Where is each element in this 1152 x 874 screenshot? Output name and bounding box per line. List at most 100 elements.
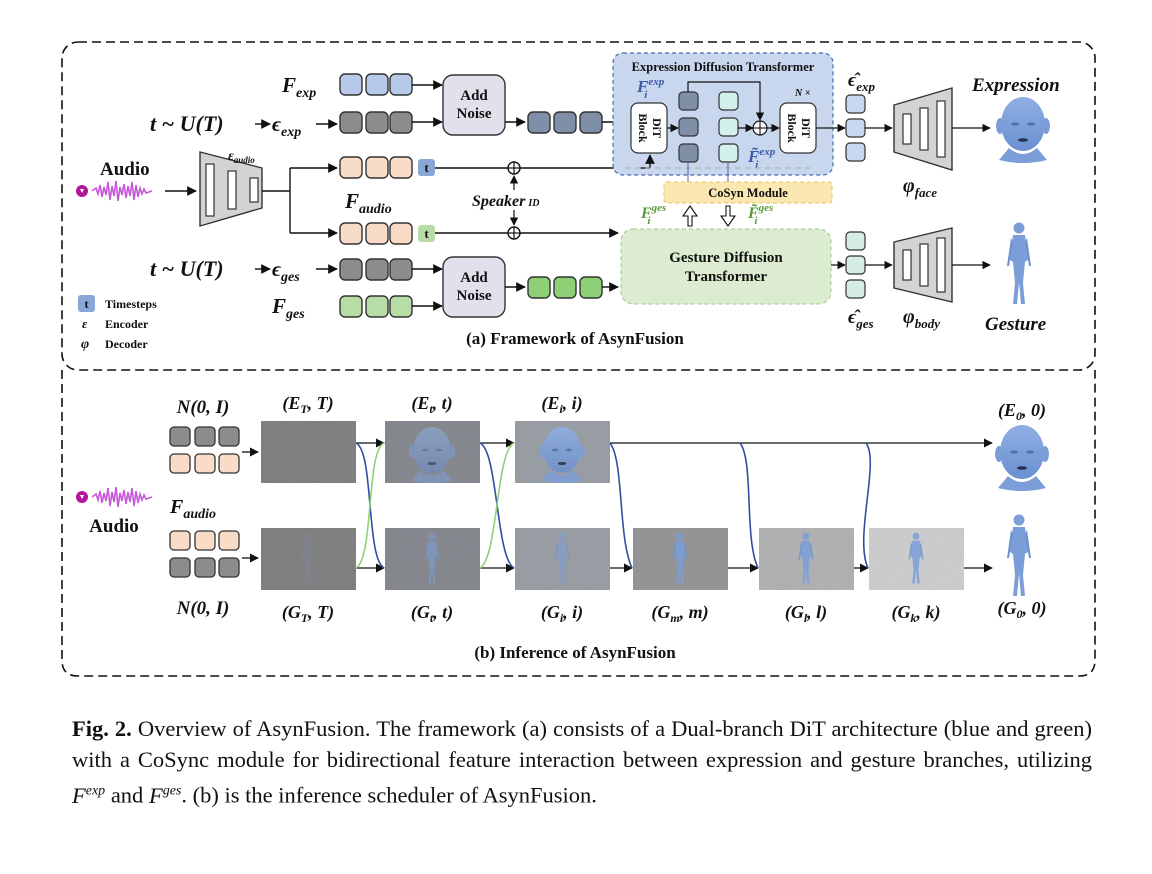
caption-text: . (b) is the inference scheduler of Asyn… <box>181 782 597 808</box>
expression-frame <box>261 421 356 483</box>
gesture-state-label: (Gi, i) <box>541 602 583 625</box>
caption-math: F <box>72 782 86 808</box>
token <box>365 73 389 96</box>
panel-a-border <box>61 41 1096 371</box>
caption-text: and <box>105 782 149 808</box>
add-noise-label: Noise <box>457 288 492 304</box>
token <box>718 117 739 137</box>
token <box>389 156 413 179</box>
token <box>579 276 603 299</box>
eps-hat-ges-label: ϵ̂ges <box>848 307 874 331</box>
n-times-label: N × <box>794 88 811 99</box>
svg-text:t: t <box>424 160 429 175</box>
token <box>389 222 413 245</box>
ges-to-exp-curve <box>355 442 385 569</box>
audio-waveform-icon <box>76 486 153 508</box>
add-noise-label: Noise <box>457 106 492 122</box>
audio-waveform-icon <box>76 180 153 202</box>
final-face-icon <box>995 425 1049 491</box>
token <box>365 295 389 318</box>
caption-math-sup: exp <box>85 783 106 798</box>
timestep-token <box>418 225 435 242</box>
add-noise-label: Add <box>460 88 488 104</box>
figure-caption: Fig. 2. Overview of AsynFusion. The fram… <box>72 713 1092 811</box>
token <box>218 426 240 447</box>
token <box>169 426 191 447</box>
caption-label: Fig. 2. <box>72 716 132 741</box>
expression-frame <box>515 421 610 484</box>
down-arrow-icon <box>719 205 737 227</box>
phi-body-label: φbody <box>903 306 940 331</box>
t-sample-ges: t ~ U(T) <box>150 256 224 281</box>
noisy-ges-tokens <box>527 276 603 299</box>
token <box>218 453 240 474</box>
token <box>718 143 739 163</box>
gesture-frame <box>869 528 964 590</box>
dit-block-label: DiTBlock <box>636 113 664 143</box>
token <box>527 111 551 134</box>
audio-label: Audio <box>100 159 150 180</box>
expression-state-label: (ET, T) <box>282 393 333 416</box>
token <box>218 557 240 578</box>
gesture-state-label: (Gm, m) <box>651 602 708 625</box>
caption-math: F <box>148 782 163 808</box>
cosyn-label: CoSyn Module <box>708 186 788 200</box>
audio-label: Audio <box>89 516 139 537</box>
eps-hat-exp-label: ϵ̂exp <box>848 70 875 94</box>
expression-output-label: Expression <box>971 75 1060 96</box>
noisy-exp-tokens <box>527 111 603 134</box>
dit-block-label: DiTBlock <box>785 113 813 143</box>
token <box>169 453 191 474</box>
final-body-icon <box>1007 514 1031 596</box>
eps-exp-tokens <box>339 111 413 134</box>
panel-b-border <box>61 370 1096 677</box>
token <box>678 117 699 137</box>
audio-tokens-exp: t <box>339 156 435 179</box>
token <box>339 156 363 179</box>
exp-to-ges-curve <box>739 442 759 569</box>
edt-title: Expression Diffusion Transformer <box>632 60 815 74</box>
gesture-diffusion-transformer <box>620 228 832 305</box>
token <box>339 295 363 318</box>
timestep-token <box>418 159 435 176</box>
audio-tokens-ges: t <box>339 222 435 245</box>
enc-audio-label: εaudio <box>228 149 255 165</box>
f-exp-tokens <box>339 73 413 96</box>
token <box>389 111 413 134</box>
eps-ges-tokens <box>339 258 413 281</box>
legend-decoder-icon: φ <box>81 337 89 352</box>
gesture-frame <box>759 528 854 590</box>
token <box>365 111 389 134</box>
panel-b-title: (b) Inference of AsynFusion <box>474 643 676 662</box>
eps-ges-label: ϵges <box>272 257 300 285</box>
noise-tokens-bottom <box>169 530 240 578</box>
token <box>845 118 866 138</box>
gesture-frame <box>385 528 480 590</box>
gesture-state-label: (Gl, l) <box>785 602 827 625</box>
token <box>339 111 363 134</box>
token <box>365 222 389 245</box>
noise-top-label: N(0, I) <box>176 397 230 418</box>
gesture-frame <box>261 528 356 590</box>
token <box>194 530 216 551</box>
f-audio-label: Faudio <box>344 189 392 217</box>
token <box>194 453 216 474</box>
token <box>389 258 413 281</box>
eps-exp-label: ϵexp <box>272 112 301 140</box>
token <box>339 222 363 245</box>
phi-face-label: φface <box>903 175 937 200</box>
add-noise-label: Add <box>460 270 488 286</box>
token <box>169 557 191 578</box>
panel-a-title: (a) Framework of AsynFusion <box>466 329 684 348</box>
token <box>845 279 866 299</box>
expression-face-icon <box>996 97 1050 163</box>
gesture-frame <box>633 528 728 590</box>
noise-tokens-top <box>169 426 240 474</box>
expression-diffusion-transformer <box>612 52 834 176</box>
token <box>389 295 413 318</box>
panel-b: N(0, I) Audio Faudio N(0, I) (ET, T)(Et, <box>76 393 1049 662</box>
ges-to-exp-curve <box>479 442 515 569</box>
